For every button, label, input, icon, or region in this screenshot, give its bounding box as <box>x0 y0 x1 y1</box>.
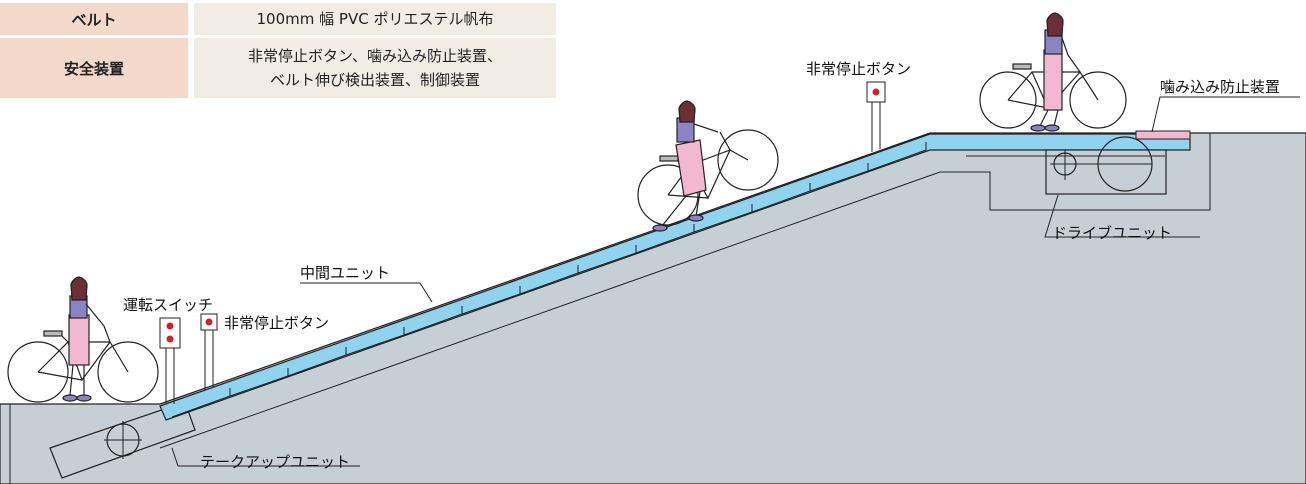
spec-key: 安全装置 <box>0 38 188 98</box>
anti-pinch-device <box>1135 130 1191 140</box>
leader-lines <box>171 96 1300 467</box>
ground <box>0 132 1306 484</box>
spec-row-belt: ベルト 100mm 幅 PVC ポリエステル帆布 <box>0 3 556 35</box>
operation-switch <box>159 317 181 404</box>
operation-switch-label: 運転スイッチ <box>123 296 214 314</box>
cyclist-middle <box>637 100 779 232</box>
cyclist-top <box>979 12 1127 132</box>
emergency-stop-high-label: 非常停止ボタン <box>806 60 912 78</box>
drive-unit-label: ドライブユニット <box>1052 224 1173 242</box>
belt <box>159 133 1191 421</box>
anti-pinch-device-label: 噛み込み防止装置 <box>1160 78 1281 96</box>
intermediate-unit-label: 中間ユニット <box>300 264 391 282</box>
belt-cleats <box>171 142 927 418</box>
emergency-stop-high <box>866 81 886 152</box>
spec-row-safety: 安全装置 非常停止ボタン、噛み込み防止装置、 ベルト伸び検出装置、制御装置 <box>0 38 556 98</box>
emergency-stop-low <box>200 313 218 390</box>
spec-key: ベルト <box>0 3 188 35</box>
emergency-stop-low-label: 非常停止ボタン <box>224 314 330 332</box>
drive-unit-box <box>1045 149 1167 195</box>
spec-value-line: 非常停止ボタン、噛み込み防止装置、 <box>247 47 503 65</box>
take-up-unit-label: テークアップユニット <box>200 453 351 471</box>
cyclist-bottom <box>7 276 159 403</box>
spec-table: ベルト 100mm 幅 PVC ポリエステル帆布 安全装置 非常停止ボタン、噛み… <box>0 0 556 101</box>
spec-value-line: ベルト伸び検出装置、制御装置 <box>269 71 480 89</box>
foundation-outline-inner <box>159 133 1211 449</box>
spec-value: 非常停止ボタン、噛み込み防止装置、 ベルト伸び検出装置、制御装置 <box>194 38 556 98</box>
spec-value: 100mm 幅 PVC ポリエステル帆布 <box>194 3 556 35</box>
